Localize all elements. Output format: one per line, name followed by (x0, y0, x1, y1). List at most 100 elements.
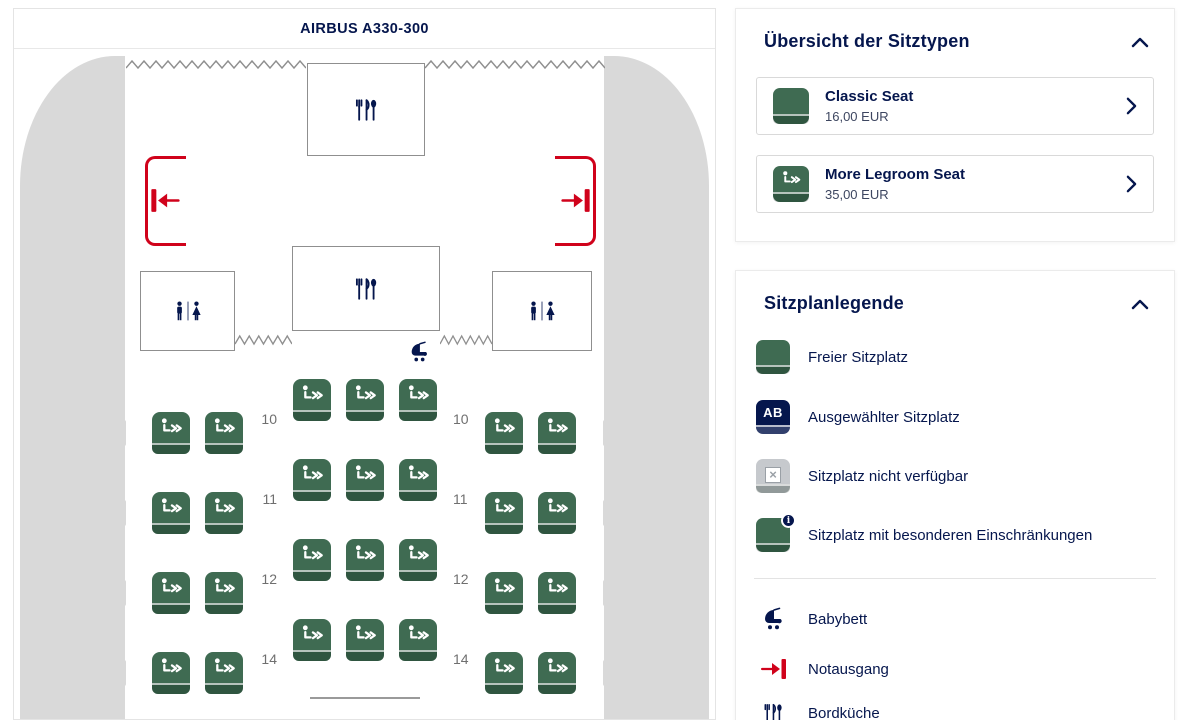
exit-door-left-frame (145, 156, 186, 246)
seat-more-legroom-row-11[interactable] (485, 492, 523, 534)
legroom-icon (405, 624, 432, 645)
exit-right-icon (560, 188, 590, 213)
legend-label: Freier Sitzplatz (808, 348, 909, 366)
seat-more-legroom-row-12[interactable] (485, 572, 523, 614)
legend-item-available: Freier Sitzplatz (756, 337, 1154, 377)
seat-more-legroom-row-11[interactable] (152, 492, 190, 534)
seat-more-legroom-row-14[interactable] (538, 652, 576, 694)
exit-door-right-frame (555, 156, 596, 246)
legend-label: Sitzplatz mit besonderen Einschränkungen (808, 526, 1093, 544)
legroom-icon (405, 384, 432, 405)
row-number-left: 11 (262, 491, 277, 507)
seat-type-price: 16,00 EUR (825, 108, 889, 124)
seat-more-legroom-row-10[interactable] (538, 412, 576, 454)
seat-more-legroom-row-14[interactable] (293, 619, 331, 661)
row-number-right: 14 (453, 651, 469, 667)
legroom-icon (299, 544, 326, 565)
seat-more-legroom-row-12[interactable] (293, 539, 331, 581)
seat-more-legroom-row-12[interactable] (152, 572, 190, 614)
seat-type-name: Classic Seat (825, 88, 914, 106)
curtain-zigzag (440, 334, 492, 346)
seat-type-name: More Legroom Seat (825, 166, 966, 184)
legend-label: Bordküche (808, 704, 880, 720)
legroom-icon (544, 577, 571, 598)
fuselage-left (20, 56, 125, 719)
row-number-left: 12 (261, 571, 277, 587)
seat-more-legroom-row-12[interactable] (205, 572, 243, 614)
legroom-icon (158, 497, 185, 518)
row-number-left: 14 (261, 651, 277, 667)
seat-available-icon (756, 340, 790, 374)
seat-type-texts: More Legroom Seat 35,00 EUR (825, 166, 965, 202)
legroom-icon (158, 577, 185, 598)
seat-more-legroom-row-10[interactable] (485, 412, 523, 454)
legroom-icon (352, 624, 379, 645)
row-number-right: 12 (453, 571, 469, 587)
collapse-seat-types-button[interactable] (1130, 36, 1150, 50)
curtain-zigzag (126, 59, 306, 70)
cabin-wall-nub (117, 660, 126, 686)
wc-icon (526, 300, 558, 322)
legroom-icon (491, 417, 518, 438)
selected-seat-code: AB (763, 405, 783, 420)
bassinet-icon (408, 341, 430, 363)
seat-types-panel: Übersicht der Sitztypen Classic Seat 16,… (735, 8, 1175, 242)
chevron-up-icon (1131, 37, 1149, 48)
seat-more-legroom-row-14[interactable] (205, 652, 243, 694)
seat-selected-icon: AB (756, 400, 790, 434)
lavatory-right (492, 271, 592, 351)
row-number-right: 10 (453, 411, 469, 427)
seat-more-legroom-row-10[interactable] (293, 379, 331, 421)
bulkhead-divider (310, 697, 420, 699)
legend-item-selected: AB Ausgewählter Sitzplatz (756, 397, 1154, 437)
info-badge-icon: i (781, 513, 796, 528)
seat-type-card-classic[interactable]: Classic Seat 16,00 EUR (756, 77, 1154, 135)
seat-more-legroom-row-11[interactable] (538, 492, 576, 534)
galley-icon (353, 276, 379, 302)
seat-more-legroom-row-10[interactable] (205, 412, 243, 454)
row-number-left: 10 (261, 411, 277, 427)
galley-front (307, 63, 425, 156)
cabin-wall-nub (603, 420, 612, 446)
legroom-icon (491, 497, 518, 518)
fuselage-right (604, 56, 709, 719)
seat-more-legroom-row-11[interactable] (346, 459, 384, 501)
legroom-icon (405, 464, 432, 485)
classic-seat-icon (773, 88, 809, 125)
legend-label: Notausgang (808, 660, 889, 678)
legend-label: Ausgewählter Sitzplatz (808, 408, 960, 426)
seat-type-price: 35,00 EUR (825, 186, 889, 202)
stroller-icon (761, 607, 785, 631)
seat-more-legroom-row-14[interactable] (399, 619, 437, 661)
seat-more-legroom-row-11[interactable] (293, 459, 331, 501)
seat-more-legroom-row-14[interactable] (485, 652, 523, 694)
cabin-wall-nub (117, 580, 126, 606)
cabin-wall-nub (603, 500, 612, 526)
seat-more-legroom-row-10[interactable] (399, 379, 437, 421)
seat-more-legroom-row-12[interactable] (399, 539, 437, 581)
cabin-wall-nub (603, 660, 612, 686)
seat-more-legroom-row-12[interactable] (346, 539, 384, 581)
legroom-icon (211, 657, 238, 678)
legroom-icon (352, 464, 379, 485)
legend-item-unavailable: × Sitzplatz nicht verfügbar (756, 456, 1154, 496)
more-legroom-seat-icon (773, 166, 809, 203)
seat-more-legroom-row-14[interactable] (346, 619, 384, 661)
seat-more-legroom-row-11[interactable] (205, 492, 243, 534)
legend-title: Sitzplanlegende (764, 293, 905, 313)
seat-more-legroom-row-11[interactable] (399, 459, 437, 501)
seatmap-header: AIRBUS A330-300 (14, 9, 715, 49)
seat-more-legroom-row-10[interactable] (346, 379, 384, 421)
legroom-icon (211, 417, 238, 438)
legroom-icon (158, 657, 185, 678)
seat-more-legroom-row-10[interactable] (152, 412, 190, 454)
x-icon: × (765, 466, 781, 483)
seat-type-card-more-legroom[interactable]: More Legroom Seat 35,00 EUR (756, 155, 1154, 213)
legend-item-bassinet: Babybett (756, 599, 1154, 639)
legroom-icon (299, 384, 326, 405)
legend-divider (754, 578, 1156, 579)
seat-more-legroom-row-14[interactable] (152, 652, 190, 694)
seat-more-legroom-row-12[interactable] (538, 572, 576, 614)
collapse-legend-button[interactable] (1130, 298, 1150, 312)
